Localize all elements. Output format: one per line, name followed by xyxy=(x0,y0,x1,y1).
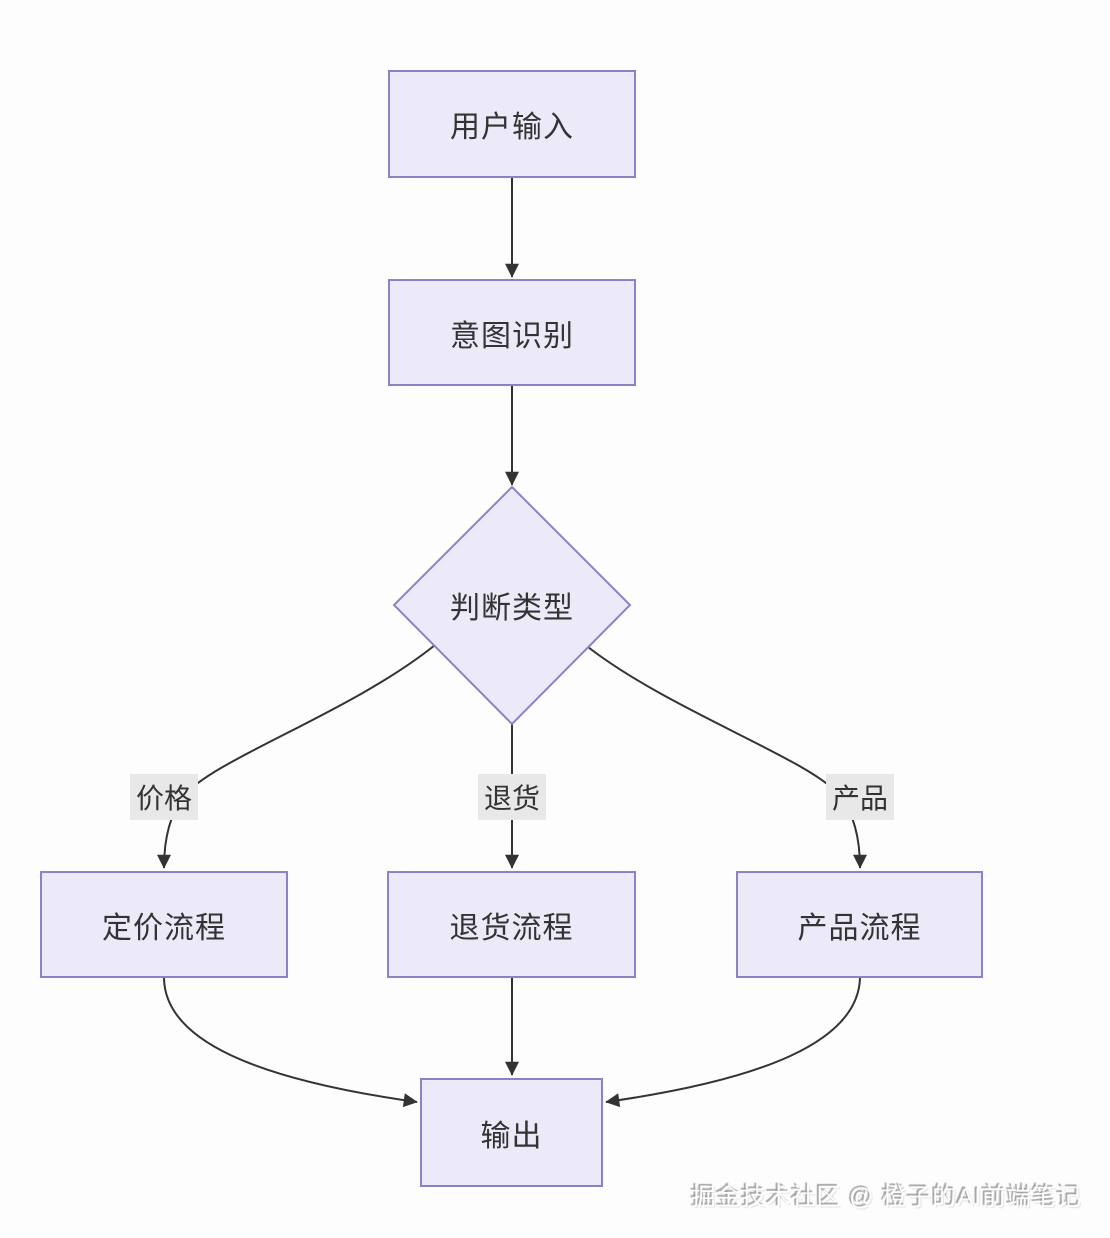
node-user-input: 用户输入 xyxy=(388,70,636,178)
node-output-label: 输出 xyxy=(480,1119,543,1153)
edge-label-price-text: 价格 xyxy=(135,783,192,814)
edge-label-product-text: 产品 xyxy=(831,783,888,814)
node-pricing-flow: 定价流程 xyxy=(40,871,288,978)
node-output: 输出 xyxy=(420,1078,603,1187)
edge-product-to-output xyxy=(605,977,861,1108)
edge-label-price: 价格 xyxy=(130,774,198,820)
watermark: 掘金技术社区 @ 橙子的AI前端笔记 xyxy=(691,1184,1082,1211)
edge-pricing-to-output xyxy=(163,977,418,1108)
node-user-input-label: 用户输入 xyxy=(450,111,574,144)
edge-label-refund-text: 退货 xyxy=(483,783,540,814)
node-refund-flow: 退货流程 xyxy=(387,871,636,978)
node-product-flow: 产品流程 xyxy=(736,871,983,978)
edge-label-product: 产品 xyxy=(826,774,894,820)
node-decision: 判断类型 xyxy=(394,575,630,635)
node-refund-flow-label: 退货流程 xyxy=(449,911,574,945)
node-intent-recognition-label: 意图识别 xyxy=(450,319,574,353)
edge-decision-to-product xyxy=(587,646,867,869)
node-intent-recognition: 意图识别 xyxy=(388,279,636,386)
node-decision-label: 判断类型 xyxy=(450,592,574,625)
node-product-flow-label: 产品流程 xyxy=(797,911,922,945)
decision-node-shape xyxy=(392,485,632,726)
edge-label-refund: 退货 xyxy=(478,774,546,820)
node-pricing-flow-label: 定价流程 xyxy=(102,911,226,945)
edge-decision-to-pricing xyxy=(157,644,436,869)
